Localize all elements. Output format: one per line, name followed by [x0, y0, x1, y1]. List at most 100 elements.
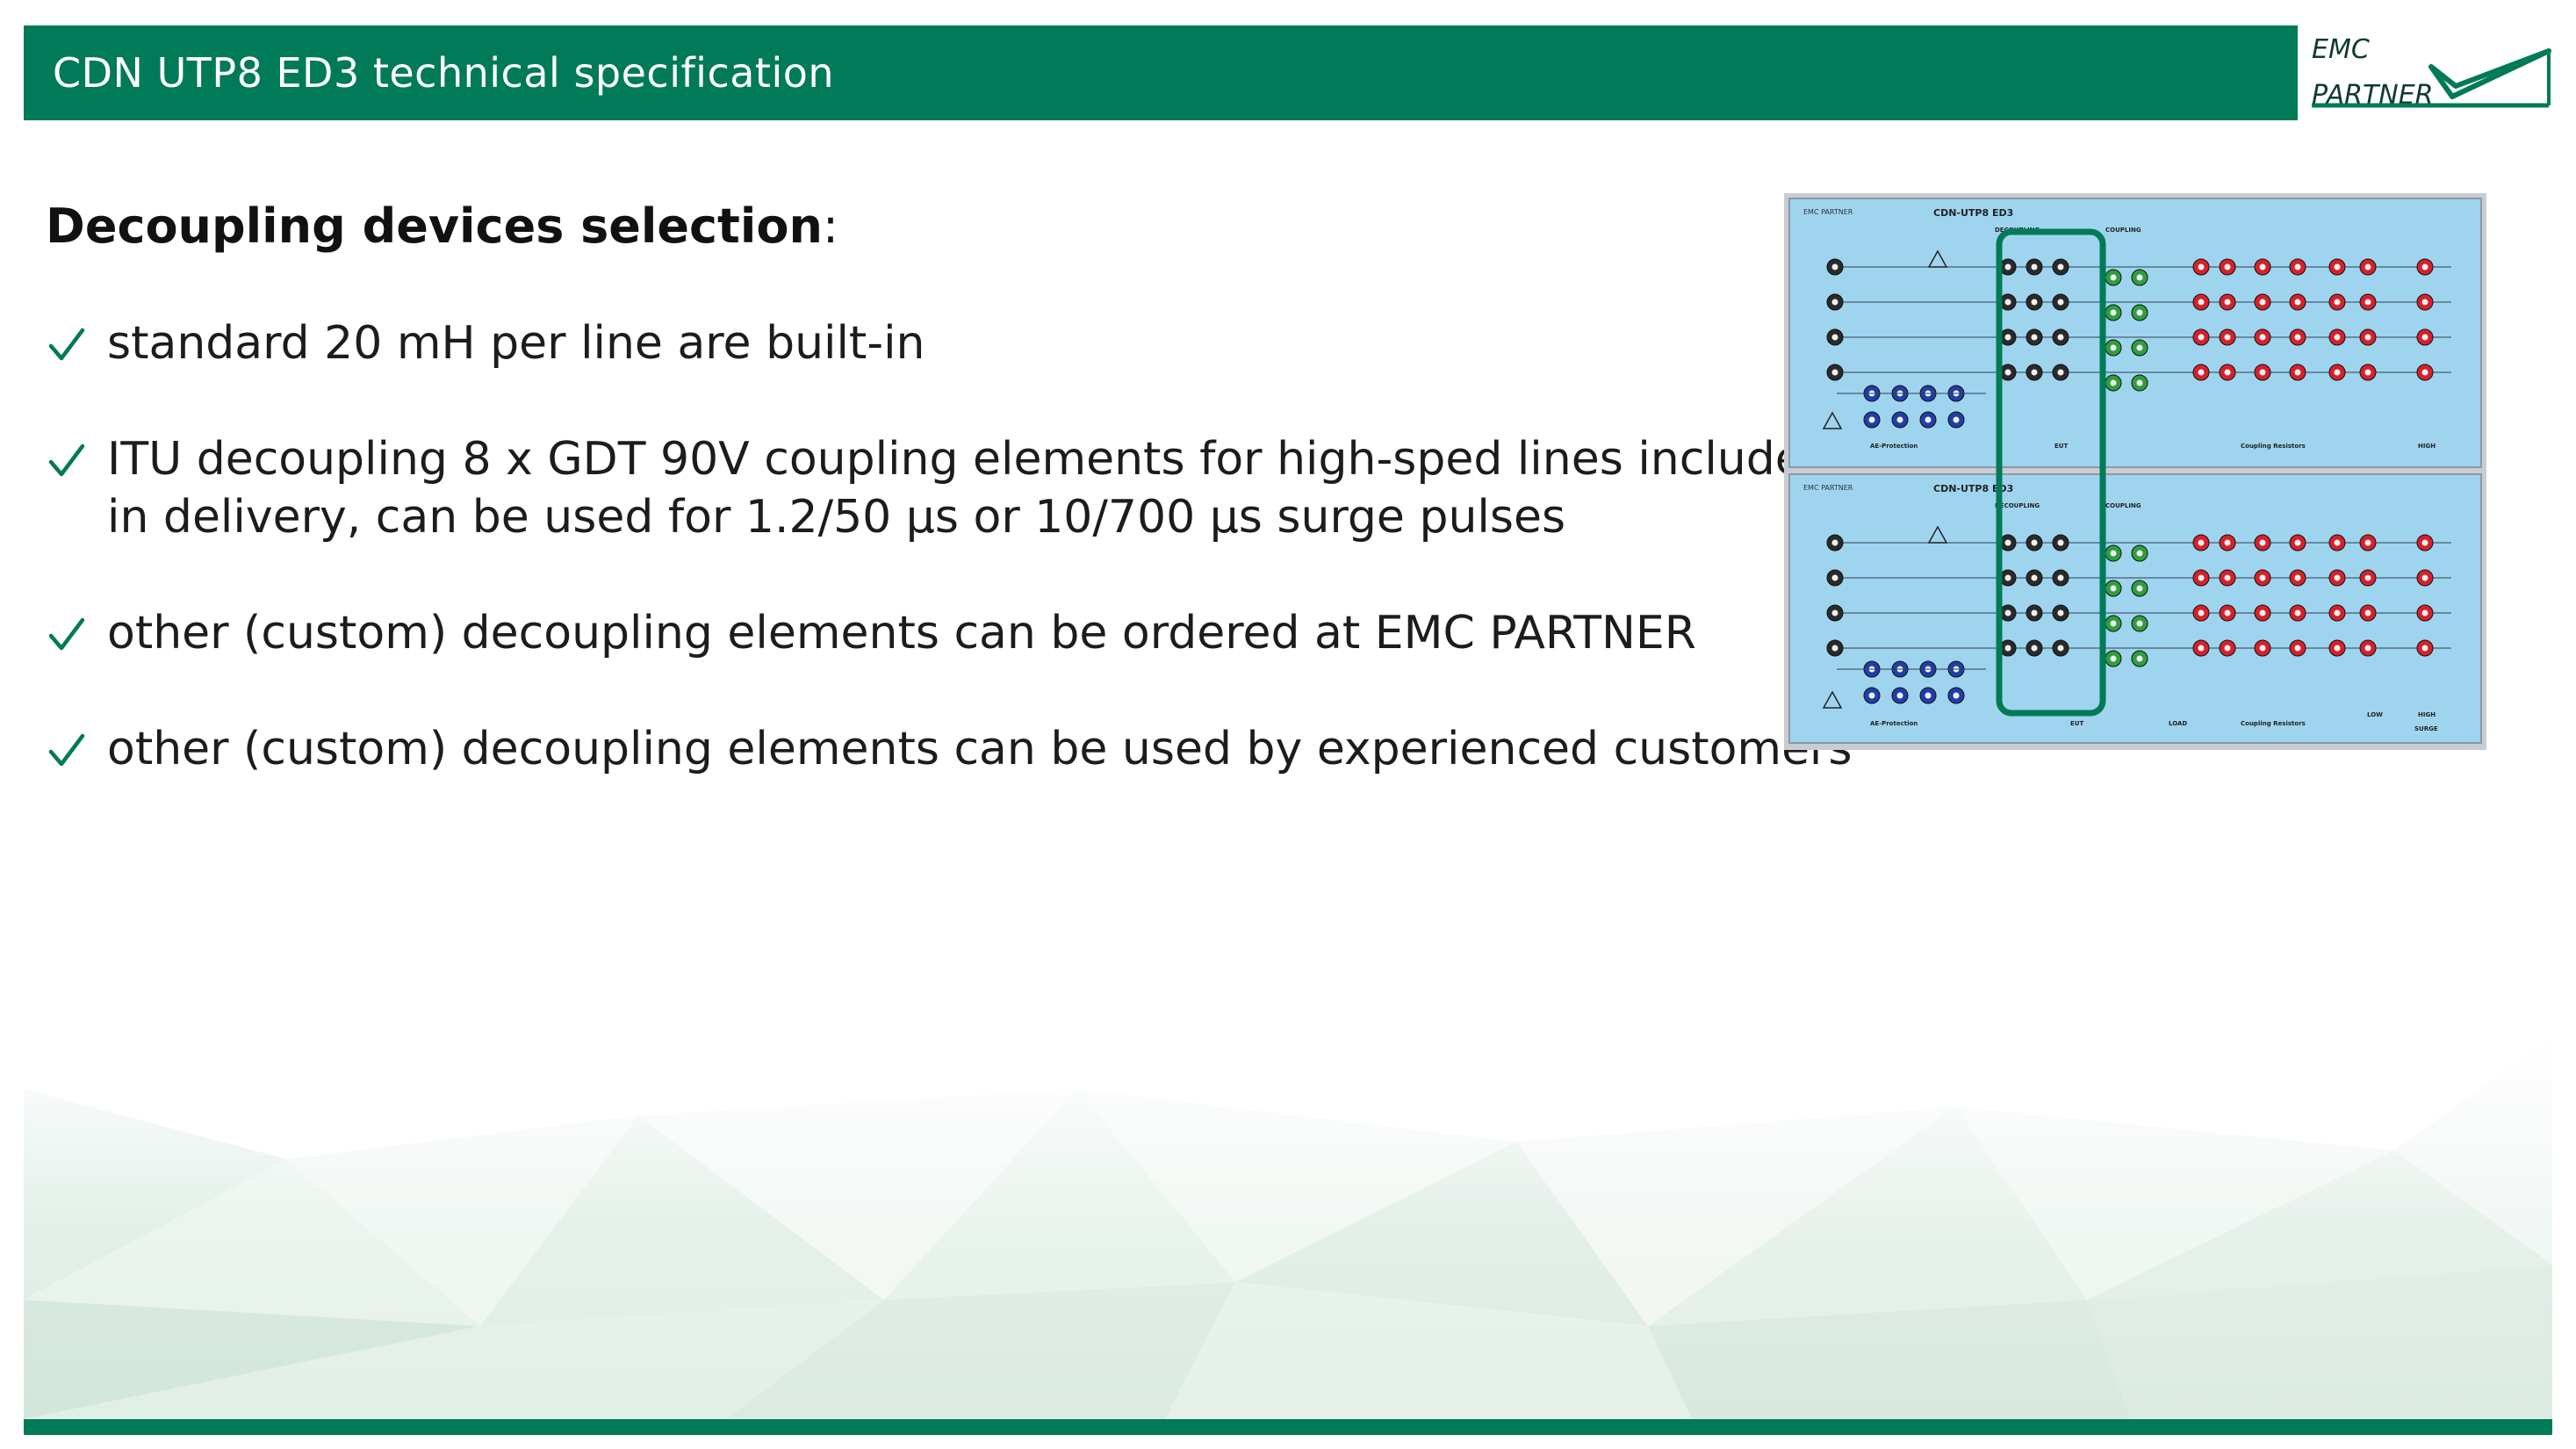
- jack-hole: [2421, 299, 2428, 306]
- checkmark-icon: [48, 617, 85, 651]
- jack-hole: [2294, 539, 2301, 546]
- bullet-text: other (custom) decoupling elements can b…: [107, 723, 1853, 775]
- jack-hole: [2421, 334, 2428, 341]
- jack-hole: [2224, 299, 2231, 306]
- checkmark-logo-icon: [2312, 48, 2551, 108]
- checkmark-icon: [48, 733, 85, 767]
- jack-hole: [1831, 299, 1838, 306]
- jack-hole: [2421, 574, 2428, 581]
- checkmark-icon: [48, 443, 85, 477]
- jack-hole: [1831, 263, 1838, 270]
- bullet-text: ITU decoupling 8 x GDT 90V coupling elem…: [107, 433, 1832, 544]
- jack-hole: [2136, 585, 2143, 592]
- label-high: HIGH: [2418, 711, 2436, 718]
- label-high: HIGH: [2418, 443, 2436, 450]
- jack-hole: [2110, 309, 2117, 316]
- jack-hole: [2004, 609, 2011, 616]
- jack-hole: [2110, 550, 2117, 557]
- unit-brand: EMC PARTNER: [1803, 484, 1853, 492]
- warning-triangle-icon: [1822, 411, 1843, 429]
- jack-hole: [2294, 334, 2301, 341]
- jack-hole: [2136, 620, 2143, 627]
- jack-hole: [2031, 574, 2038, 581]
- jack-hole: [2259, 539, 2266, 546]
- jack-hole: [1953, 692, 1960, 699]
- label-ae-protection: AE-Protection: [1870, 443, 1918, 450]
- label-eut: EUT: [2054, 443, 2068, 450]
- jack-hole: [2364, 574, 2371, 581]
- warning-triangle-icon: [1927, 525, 1948, 544]
- jack-hole: [2004, 369, 2011, 376]
- jack-hole: [2294, 574, 2301, 581]
- jack-hole: [2334, 574, 2341, 581]
- jack-hole: [1868, 416, 1875, 423]
- label-load: LOAD: [2169, 720, 2187, 727]
- jack-hole: [2031, 645, 2038, 652]
- jack-hole: [2259, 645, 2266, 652]
- jack-hole: [2057, 299, 2064, 306]
- jack-hole: [2421, 645, 2428, 652]
- jack-hole: [2334, 263, 2341, 270]
- jack-hole: [2421, 609, 2428, 616]
- jack-hole: [2198, 539, 2205, 546]
- jack-hole: [1831, 539, 1838, 546]
- jack-hole: [2364, 334, 2371, 341]
- jack-hole: [2421, 369, 2428, 376]
- jack-hole: [2294, 645, 2301, 652]
- jack-hole: [2031, 334, 2038, 341]
- jack-hole: [2198, 609, 2205, 616]
- jack-hole: [2031, 299, 2038, 306]
- jack-hole: [2364, 609, 2371, 616]
- jack-hole: [1831, 645, 1838, 652]
- label-coupling-resistors: Coupling Resistors: [2241, 720, 2306, 727]
- jack-hole: [2364, 539, 2371, 546]
- jack-hole: [2031, 369, 2038, 376]
- jack-hole: [1831, 334, 1838, 341]
- jack-hole: [2334, 369, 2341, 376]
- jack-hole: [2259, 369, 2266, 376]
- jack-hole: [2198, 369, 2205, 376]
- jack-hole: [2224, 609, 2231, 616]
- bullet-text: standard 20 mH per line are built-in: [107, 317, 925, 370]
- jack-hole: [1896, 692, 1903, 699]
- jack-hole: [2057, 574, 2064, 581]
- label-ae-protection: AE-Protection: [1870, 720, 1918, 727]
- jack-hole: [2057, 263, 2064, 270]
- jack-hole: [2364, 299, 2371, 306]
- jack-hole: [2004, 645, 2011, 652]
- jack-hole: [2057, 369, 2064, 376]
- jack-hole: [2136, 655, 2143, 662]
- label-eut: EUT: [2070, 720, 2083, 727]
- footer-background: [24, 1036, 2552, 1419]
- jack-hole: [2224, 369, 2231, 376]
- jack-hole: [2198, 645, 2205, 652]
- jack-hole: [1831, 609, 1838, 616]
- label-coupling: COUPLING: [2105, 502, 2141, 509]
- jack-hole: [1868, 692, 1875, 699]
- jack-hole: [2198, 299, 2205, 306]
- jack-hole: [2334, 539, 2341, 546]
- jack-hole: [1925, 692, 1932, 699]
- jack-hole: [2031, 609, 2038, 616]
- jack-hole: [2198, 334, 2205, 341]
- jack-hole: [2004, 574, 2011, 581]
- jack-hole: [2364, 645, 2371, 652]
- jack-hole: [2334, 299, 2341, 306]
- jack-hole: [2421, 539, 2428, 546]
- warning-triangle-icon: [1822, 690, 1843, 709]
- label-decoupling: DECOUPLING: [1995, 502, 2040, 509]
- jack-hole: [2259, 334, 2266, 341]
- jack-hole: [1831, 574, 1838, 581]
- jack-hole: [2294, 609, 2301, 616]
- jack-hole: [2004, 334, 2011, 341]
- jack-hole: [2136, 274, 2143, 281]
- jack-hole: [2031, 263, 2038, 270]
- jack-hole: [2224, 334, 2231, 341]
- jack-hole: [2057, 645, 2064, 652]
- label-low: LOW: [2367, 711, 2383, 718]
- jack-hole: [2198, 263, 2205, 270]
- jack-hole: [2294, 299, 2301, 306]
- jack-hole: [2294, 369, 2301, 376]
- logo-text-emc: EMC: [2312, 34, 2370, 65]
